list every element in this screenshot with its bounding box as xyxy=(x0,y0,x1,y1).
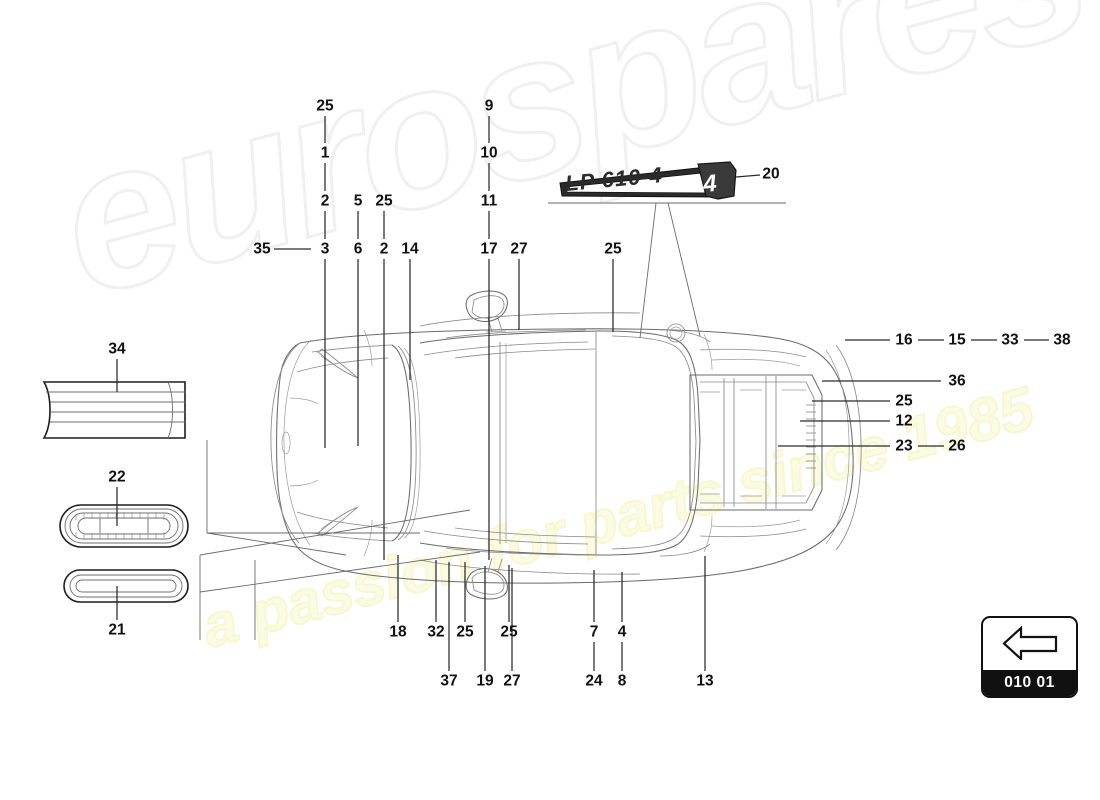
part-number-14[interactable]: 14 xyxy=(401,240,419,258)
part-number-15[interactable]: 15 xyxy=(948,331,966,349)
lp-610-4-badge: LP 610-4 4 xyxy=(559,161,737,200)
part-number-11[interactable]: 11 xyxy=(480,192,498,210)
part-number-33[interactable]: 33 xyxy=(1001,331,1019,349)
engine-cover-louvres xyxy=(689,374,823,511)
part-number-10[interactable]: 10 xyxy=(480,144,498,162)
part-number-1[interactable]: 1 xyxy=(320,144,330,162)
detail-part-22 xyxy=(59,504,189,548)
part-number-27[interactable]: 27 xyxy=(503,672,521,690)
part-number-13[interactable]: 13 xyxy=(696,672,714,690)
part-number-2[interactable]: 2 xyxy=(379,240,389,258)
left-arrow-icon xyxy=(983,618,1076,668)
detail-part-34 xyxy=(42,381,186,439)
part-number-27[interactable]: 27 xyxy=(510,240,528,258)
reference-code: 010 01 xyxy=(983,670,1076,696)
part-number-3[interactable]: 3 xyxy=(320,240,330,258)
part-number-16[interactable]: 16 xyxy=(895,331,913,349)
detail-part-21 xyxy=(63,569,189,603)
part-number-6[interactable]: 6 xyxy=(353,240,363,258)
part-number-25[interactable]: 25 xyxy=(316,97,334,115)
part-number-38[interactable]: 38 xyxy=(1053,331,1071,349)
part-number-24[interactable]: 24 xyxy=(585,672,603,690)
part-number-25[interactable]: 25 xyxy=(604,240,622,258)
part-number-35[interactable]: 35 xyxy=(253,240,271,258)
svg-text:4: 4 xyxy=(701,170,718,198)
part-number-8[interactable]: 8 xyxy=(617,672,627,690)
part-number-34[interactable]: 34 xyxy=(108,340,126,358)
part-number-22[interactable]: 22 xyxy=(108,468,126,486)
part-number-37[interactable]: 37 xyxy=(440,672,458,690)
part-number-21[interactable]: 21 xyxy=(108,621,126,639)
part-number-26[interactable]: 26 xyxy=(948,437,966,455)
part-number-20[interactable]: 20 xyxy=(762,165,780,183)
part-number-18[interactable]: 18 xyxy=(389,623,407,641)
part-number-2[interactable]: 2 xyxy=(320,192,330,210)
part-number-25[interactable]: 25 xyxy=(375,192,393,210)
part-number-19[interactable]: 19 xyxy=(476,672,494,690)
part-number-25[interactable]: 25 xyxy=(456,623,474,641)
part-number-36[interactable]: 36 xyxy=(948,372,966,390)
part-number-9[interactable]: 9 xyxy=(484,97,494,115)
part-number-7[interactable]: 7 xyxy=(589,623,599,641)
part-number-17[interactable]: 17 xyxy=(480,240,498,258)
car-top-view xyxy=(270,290,862,600)
part-number-12[interactable]: 12 xyxy=(895,412,913,430)
part-number-32[interactable]: 32 xyxy=(427,623,445,641)
part-number-25[interactable]: 25 xyxy=(895,392,913,410)
reference-box[interactable]: 010 01 xyxy=(981,616,1078,698)
part-number-5[interactable]: 5 xyxy=(353,192,363,210)
part-number-23[interactable]: 23 xyxy=(895,437,913,455)
part-number-25[interactable]: 25 xyxy=(500,623,518,641)
leader-lines xyxy=(116,116,1049,671)
part-number-4[interactable]: 4 xyxy=(617,623,627,641)
